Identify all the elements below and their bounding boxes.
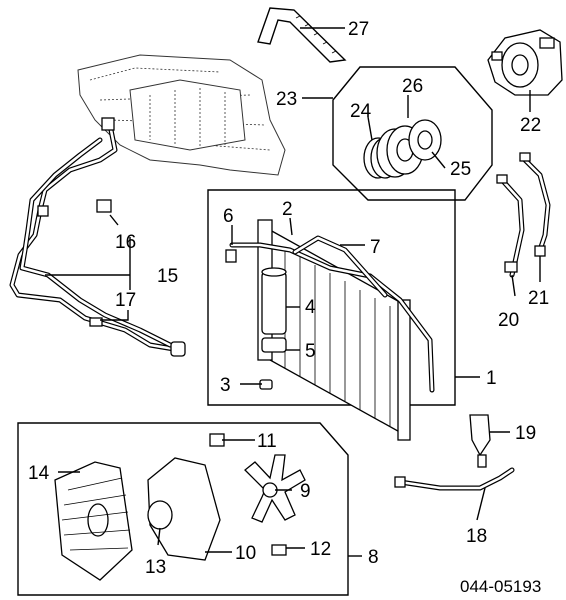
drive-belt xyxy=(257,7,347,63)
callout-21: 21 xyxy=(528,288,549,309)
callout-1: 1 xyxy=(486,368,497,389)
condenser-box xyxy=(207,189,456,441)
callout-7: 7 xyxy=(370,237,381,258)
callout-11: 11 xyxy=(257,431,277,452)
callout-27: 27 xyxy=(348,19,369,40)
callout-13: 13 xyxy=(145,557,166,578)
receiver-drier xyxy=(261,267,287,353)
liquid-line xyxy=(394,467,515,491)
callout-19: 19 xyxy=(515,423,536,444)
fan-shroud xyxy=(54,461,133,581)
callout-8: 8 xyxy=(368,547,379,568)
fan-box xyxy=(17,422,349,596)
reference-code: 044-05193 xyxy=(460,577,541,596)
callout-14: 14 xyxy=(28,463,50,484)
callout-15: 15 xyxy=(157,266,178,287)
callout-20: 20 xyxy=(498,310,519,331)
callout-labels: 27 23 26 24 25 22 6 2 7 4 5 3 1 16 15 17… xyxy=(28,19,549,578)
fan-blade xyxy=(244,454,306,523)
callout-22: 22 xyxy=(520,115,541,136)
pulley-assembly xyxy=(363,119,442,179)
callout-23: 23 xyxy=(276,89,297,110)
refrigerant-pipe-assembly xyxy=(9,117,186,357)
callout-16: 16 xyxy=(115,232,136,253)
callout-3: 3 xyxy=(220,375,231,396)
fan-motor-housing xyxy=(147,457,221,561)
callout-25: 25 xyxy=(450,159,471,180)
clutch-parts-box xyxy=(332,66,493,201)
pressure-switch-bracket xyxy=(469,414,491,468)
callout-6: 6 xyxy=(223,206,234,227)
condenser-lines xyxy=(229,235,435,393)
hoses xyxy=(496,152,551,278)
compressor xyxy=(487,29,563,96)
callout-4: 4 xyxy=(305,297,316,318)
leader-lines xyxy=(45,27,541,557)
callout-5: 5 xyxy=(305,341,316,362)
engine-bay-outline xyxy=(77,54,286,176)
callout-9: 9 xyxy=(300,481,311,502)
callout-26: 26 xyxy=(402,76,423,97)
callout-12: 12 xyxy=(310,539,331,560)
callout-24: 24 xyxy=(350,101,372,122)
callout-2: 2 xyxy=(282,199,293,220)
callout-18: 18 xyxy=(466,526,487,547)
callout-10: 10 xyxy=(235,543,256,564)
callout-17: 17 xyxy=(115,290,136,311)
